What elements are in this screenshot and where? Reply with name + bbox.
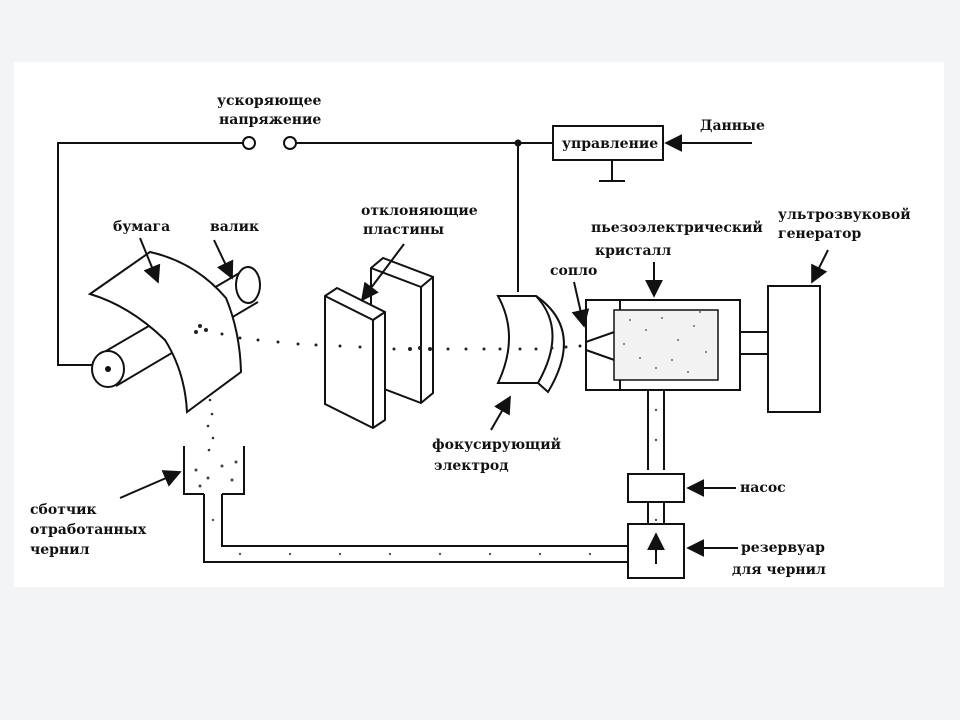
deflection-plates <box>324 256 434 430</box>
acceleration-circuit <box>57 142 625 366</box>
ultrasonic-generator <box>767 285 821 413</box>
control-label: управление <box>562 136 658 152</box>
ink-pump <box>627 473 685 503</box>
roller-label: валик <box>210 219 259 235</box>
collector-arrow <box>119 470 182 499</box>
electrode-label-line2: электрод <box>434 458 509 474</box>
voltage-label-line1: ускоряющее <box>217 93 321 109</box>
data-label: Данные <box>700 118 765 134</box>
collector-label-line2: отработанных <box>30 522 147 538</box>
paper-sheet <box>87 250 243 414</box>
control-box <box>552 125 664 161</box>
pipe-ink-dots <box>211 408 658 556</box>
focusing-electrode <box>496 295 554 384</box>
plates-arrow <box>360 243 405 302</box>
reservoir-label-line2: для чернил <box>732 562 826 578</box>
terminal-left <box>242 136 256 150</box>
paper-arrow <box>139 237 161 284</box>
collector-label-line1: сботчик <box>30 502 97 518</box>
ink-pipe <box>203 390 665 563</box>
junction-dot <box>514 139 522 147</box>
waste-collector-cup <box>183 446 245 495</box>
focusing-electrode-outer <box>535 295 565 394</box>
terminal-right <box>283 136 297 150</box>
voltage-label-line2: напряжение <box>219 112 321 128</box>
generator-label-line2: генератор <box>778 226 862 242</box>
piezo-crystal-texture <box>623 311 707 373</box>
electrode-label-line1: фокусирующий <box>432 436 561 453</box>
generator-arrow <box>811 249 829 284</box>
piezo-label-line2: кристалл <box>595 243 671 259</box>
ink-drop-stream <box>194 324 582 351</box>
nozzle-arrow <box>571 281 590 328</box>
electrode-arrow <box>490 395 511 431</box>
reservoir-label-line1: резервуар <box>741 540 825 556</box>
generator-label-line1: ультрозвуковой <box>778 206 911 223</box>
piezo-crystal <box>613 309 719 381</box>
roller-arrow <box>213 239 234 280</box>
circuit-wire-left <box>57 142 243 366</box>
plates-label-line1: отклоняющие <box>361 203 478 219</box>
paper-label: бумага <box>113 219 170 235</box>
collector-label-line3: чернил <box>30 542 90 558</box>
pump-label: насос <box>740 480 786 496</box>
dripping-ink <box>206 398 215 452</box>
waste-ink-fill <box>194 460 238 488</box>
plates-label-line2: пластины <box>363 222 444 238</box>
piezo-label-line1: пьезоэлектрический <box>591 219 763 236</box>
nozzle-label: сопло <box>550 263 597 279</box>
